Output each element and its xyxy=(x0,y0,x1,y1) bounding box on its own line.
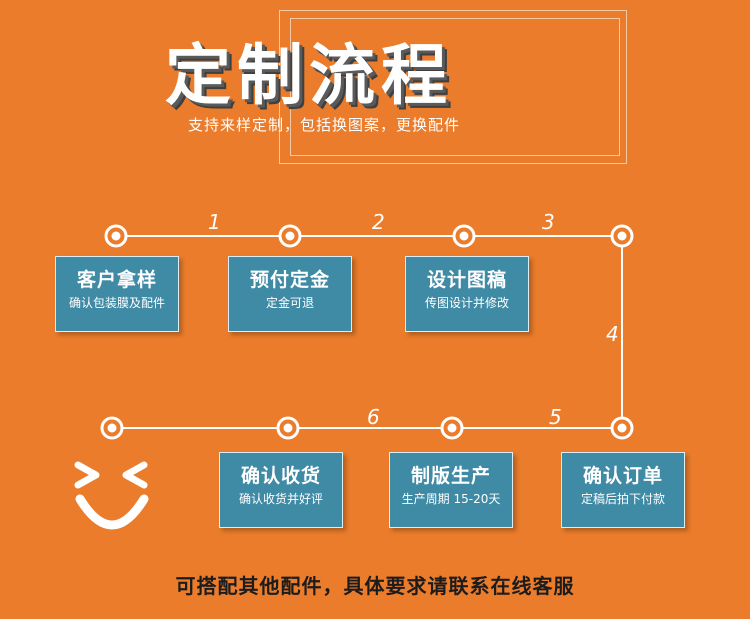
step-title: 确认收货 xyxy=(240,465,321,487)
step-title: 客户拿样 xyxy=(76,269,157,291)
page-title: 定制流程 xyxy=(165,37,453,114)
step-title: 设计图稿 xyxy=(426,269,507,291)
step-title: 确认订单 xyxy=(582,465,663,487)
node-7-dot xyxy=(447,423,457,433)
step-description: 生产周期 15-20天 xyxy=(401,492,501,506)
step-box-design: 设计图稿 传图设计并修改 xyxy=(405,256,529,332)
step-number-4: 4 xyxy=(606,322,619,346)
page-subtitle: 支持来样定制，包括换图案，更换配件 xyxy=(188,116,461,134)
step-description: 传图设计并修改 xyxy=(424,296,509,310)
step-box-sample: 客户拿样 确认包装膜及配件 xyxy=(55,256,179,332)
node-1-dot xyxy=(111,231,121,241)
footer-note: 可搭配其他配件，具体要求请联系在线客服 xyxy=(175,574,575,598)
step-number-1: 1 xyxy=(208,210,221,234)
step-box-deposit: 预付定金 定金可退 xyxy=(228,256,352,332)
step-number-6: 6 xyxy=(367,405,380,429)
step-description: 定金可退 xyxy=(265,296,314,310)
smiley-icon xyxy=(74,461,149,530)
step-box-production: 制版生产 生产周期 15-20天 xyxy=(389,452,513,528)
node-5-dot xyxy=(107,423,117,433)
node-8-dot xyxy=(617,423,627,433)
step-description: 确认包装膜及配件 xyxy=(68,296,165,310)
step-box-receipt: 确认收货 确认收货并好评 xyxy=(219,452,343,528)
node-4-dot xyxy=(617,231,627,241)
step-title: 预付定金 xyxy=(249,269,330,291)
step-number-3: 3 xyxy=(542,210,555,234)
node-2-dot xyxy=(285,231,295,241)
title-frame-outer xyxy=(279,10,627,164)
step-box-confirm-order: 确认订单 定稿后拍下付款 xyxy=(561,452,685,528)
step-title: 制版生产 xyxy=(410,465,491,487)
title-frame-inner xyxy=(290,18,620,156)
node-6-dot xyxy=(283,423,293,433)
step-description: 确认收货并好评 xyxy=(238,492,323,506)
node-3-dot xyxy=(459,231,469,241)
step-description: 定稿后拍下付款 xyxy=(580,492,665,506)
step-number-2: 2 xyxy=(372,210,385,234)
step-number-5: 5 xyxy=(549,405,562,429)
